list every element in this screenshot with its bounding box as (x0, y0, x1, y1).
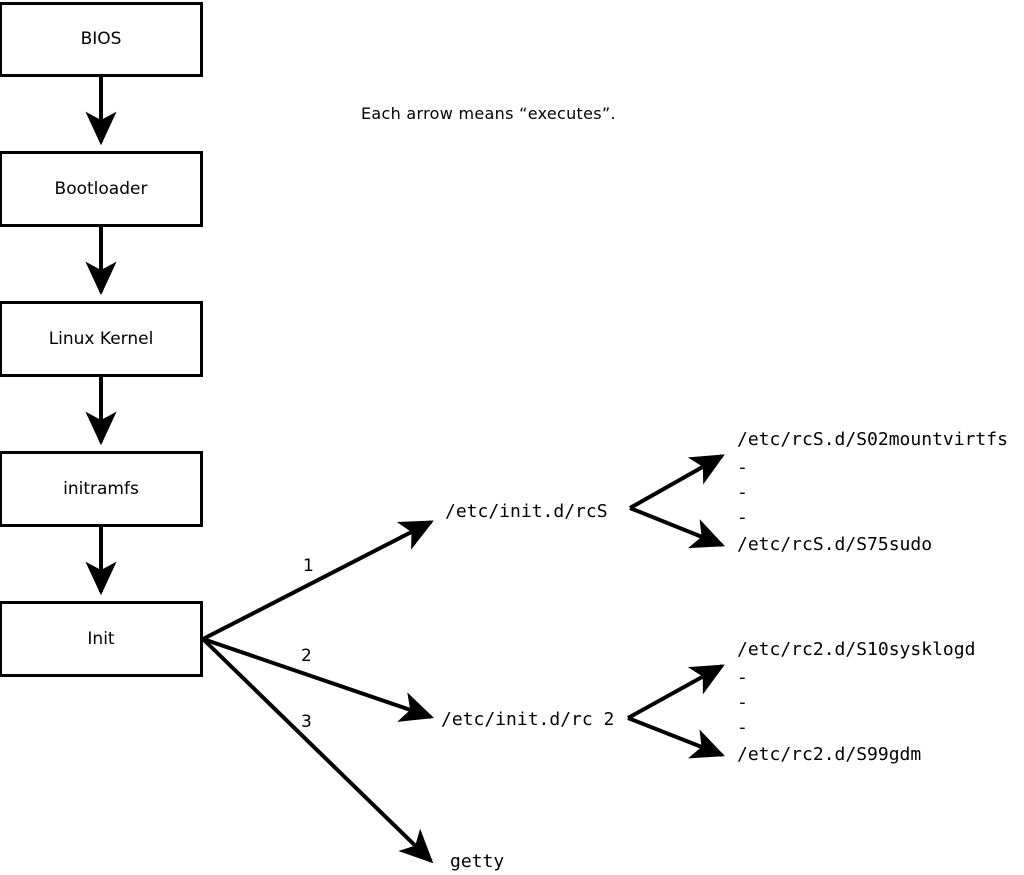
rc2-ellipsis-dash-2: - (737, 692, 748, 713)
rcs-ellipsis-dash-1: - (737, 457, 748, 478)
rc2-ellipsis-dash-1: - (737, 667, 748, 688)
branch-target-rc2[interactable]: /etc/init.d/rc 2 (441, 709, 615, 730)
rcs-ellipsis-dash-3: - (737, 507, 748, 528)
branch-arrow-init-to-rc2 (202, 637, 435, 722)
branch-number-1: 1 (303, 556, 314, 576)
rc2-script-last[interactable]: /etc/rc2.d/S99gdm (737, 744, 922, 765)
node-label-initramfs: initramfs (63, 478, 139, 499)
rcs-ellipsis-dash-2: - (737, 482, 748, 503)
rcs-script-first[interactable]: /etc/rcS.d/S02mountvirtfs (737, 429, 1008, 450)
node-box-bootloader[interactable]: Bootloader (0, 151, 203, 227)
rc2-script-first[interactable]: /etc/rc2.d/S10sysklogd (737, 639, 976, 660)
fork-arrow-rc2-to-last-script (627, 716, 725, 759)
branch-target-rcs[interactable]: /etc/init.d/rcS (445, 501, 608, 522)
branch-arrow-init-to-getty (201, 637, 434, 864)
node-box-bios[interactable]: BIOS (0, 2, 203, 77)
fork-arrow-rcs-to-first-script (629, 454, 725, 510)
node-box-initramfs[interactable]: initramfs (0, 451, 203, 527)
node-label-bootloader: Bootloader (54, 178, 148, 199)
node-box-linux-kernel[interactable]: Linux Kernel (0, 301, 203, 377)
node-box-init[interactable]: Init (0, 601, 203, 677)
branch-number-2: 2 (301, 646, 312, 666)
node-label-linux-kernel: Linux Kernel (48, 328, 154, 349)
branch-target-getty[interactable]: getty (450, 851, 505, 872)
legend-note: Each arrow means “executes”. (361, 104, 616, 123)
node-label-bios: BIOS (80, 29, 122, 49)
node-label-init: Init (87, 628, 115, 649)
fork-arrow-rc2-to-first-script (627, 664, 725, 720)
branch-number-3: 3 (301, 712, 312, 732)
branch-arrow-init-to-rcs (202, 520, 434, 641)
rc2-ellipsis-dash-3: - (737, 717, 748, 738)
fork-arrow-rcs-to-last-script (629, 506, 725, 549)
rcs-script-last[interactable]: /etc/rcS.d/S75sudo (737, 534, 933, 555)
